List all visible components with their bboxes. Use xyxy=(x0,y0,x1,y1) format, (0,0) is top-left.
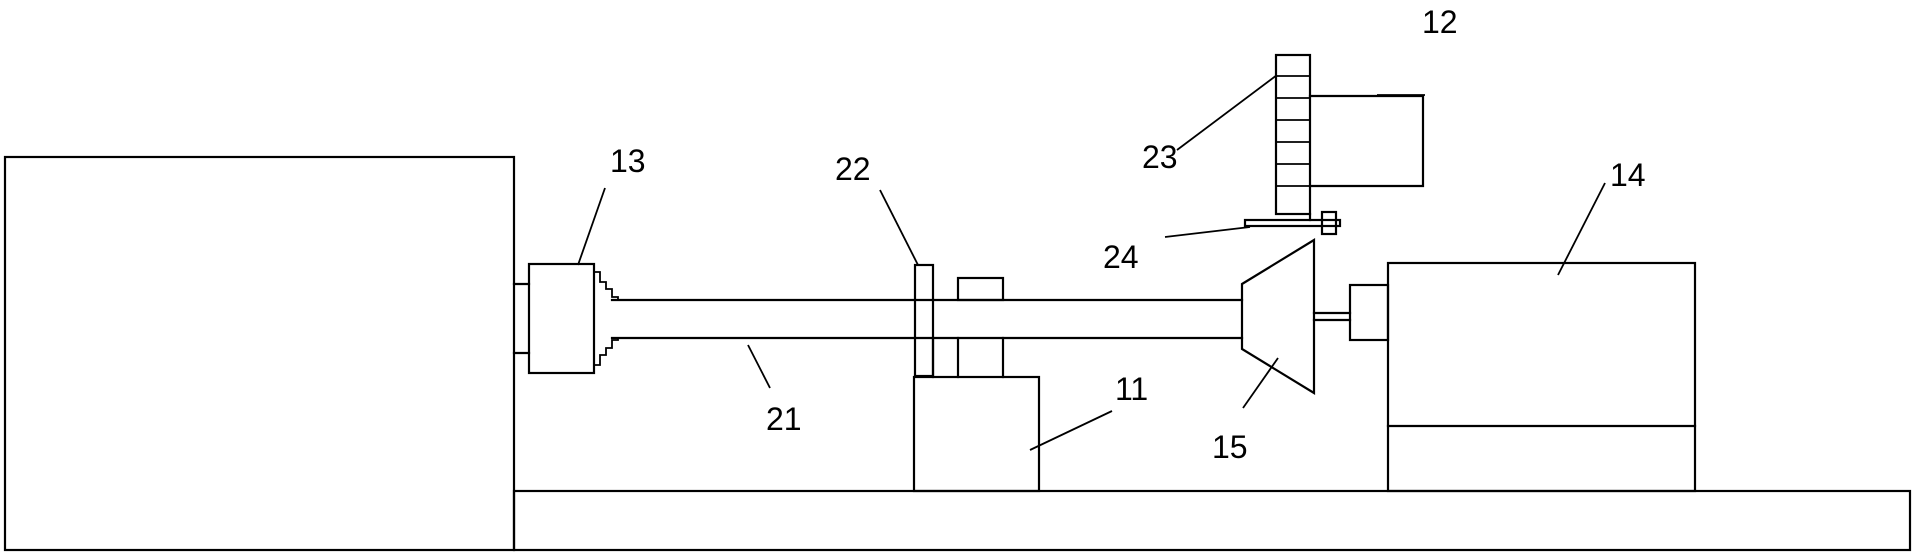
gear-23 xyxy=(1274,53,1312,216)
label-14: 14 xyxy=(1610,157,1646,193)
label-22: 22 xyxy=(835,151,871,187)
leader-lines xyxy=(577,74,1606,451)
tailstock-14 xyxy=(1386,261,1697,493)
bearing-block xyxy=(931,276,1005,379)
machine-bed xyxy=(512,489,1912,552)
label-21: 21 xyxy=(766,401,802,437)
label-11: 11 xyxy=(1115,371,1148,407)
shaft-21 xyxy=(610,298,1244,340)
tool-bar-24 xyxy=(1243,210,1342,236)
chuck-13 xyxy=(512,262,619,375)
label-15: 15 xyxy=(1212,429,1248,465)
label-12: 12 xyxy=(1422,4,1458,40)
tailstock-spindle xyxy=(1312,283,1390,342)
support-base-11 xyxy=(912,375,1041,493)
label-24: 24 xyxy=(1103,239,1139,275)
reference-labels: 11 12 13 14 15 21 22 23 24 xyxy=(610,4,1646,465)
label-13: 13 xyxy=(610,143,646,179)
motor-12 xyxy=(1308,94,1425,188)
headstock-block xyxy=(3,155,516,552)
cone-wheel-15 xyxy=(1240,238,1316,395)
label-23: 23 xyxy=(1142,139,1178,175)
support-plate-22 xyxy=(913,263,935,378)
